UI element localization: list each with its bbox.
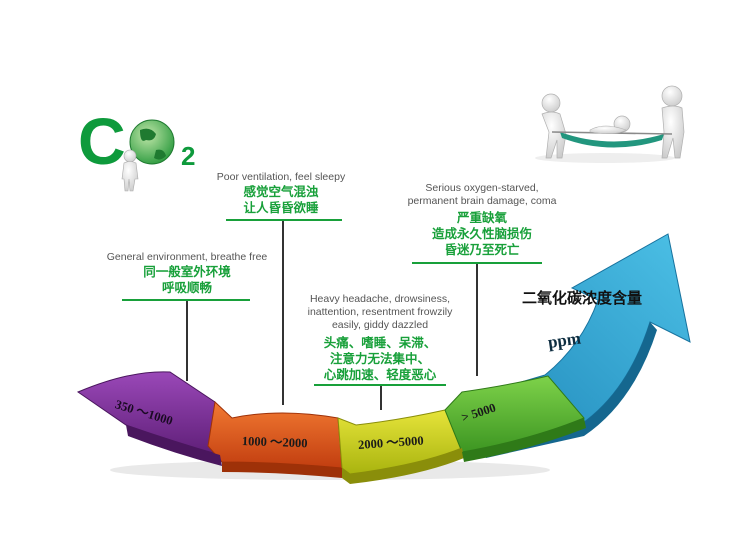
note-oxygen-starved-stem [476, 264, 478, 376]
note-general-stem [186, 301, 188, 381]
note-oxygen-starved-rule-wrap [412, 262, 542, 264]
note-oxygen-starved-en-2: permanent brain damage, coma [407, 195, 557, 207]
stretcher-illustration-icon [535, 85, 685, 163]
note-headache-cn-3: 心跳加速、轻度恶心 [323, 368, 437, 382]
note-poor-ventilation-rule [226, 219, 342, 221]
note-oxygen-starved-cn-1: 严重缺氧 [456, 211, 507, 225]
segment-2-edge [222, 462, 342, 478]
co2-logo-letter: C [78, 104, 126, 178]
note-general-rule [122, 299, 250, 301]
concentration-title: 二氧化碳浓度含量 [522, 291, 643, 307]
note-headache-en-1: Heavy headache, drowsiness, [309, 293, 451, 305]
figure-head-icon [123, 149, 137, 163]
note-poor-ventilation-rule-wrap [226, 219, 342, 221]
segment-2-label: 1000 ～2000 [241, 434, 308, 451]
note-headache-stem [380, 386, 382, 410]
note-poor-ventilation-stem [282, 221, 284, 405]
note-headache-rule-wrap [314, 384, 446, 386]
segment-4-edge [462, 418, 586, 462]
co2-logo-subscript: 2 [181, 141, 196, 171]
note-headache-en-3: easily, giddy dazzled [331, 319, 429, 331]
figure-body-icon [121, 161, 139, 192]
note-headache: Heavy headache, drowsiness, inattention,… [296, 293, 464, 383]
note-headache-en-2: inattention, resentment frowzily [307, 306, 453, 318]
note-oxygen-starved-en-1: Serious oxygen-starved, [425, 182, 539, 194]
note-general-rule-wrap [122, 299, 250, 301]
note-poor-ventilation-cn-2: 让人昏昏欲睡 [243, 201, 319, 215]
segment-1-edge [126, 425, 222, 466]
globe-icon [129, 119, 175, 165]
note-general-en: General environment, breathe free [106, 251, 268, 263]
note-poor-ventilation: Poor ventilation, feel sleepy 感觉空气混浊 让人昏… [200, 171, 362, 216]
note-headache-rule [314, 384, 446, 386]
note-oxygen-starved-cn-2: 造成永久性脑损伤 [431, 227, 532, 241]
globe-continents-icon [140, 128, 166, 160]
note-headache-cn-1: 头痛、嗜睡、呆滞、 [323, 336, 437, 350]
note-general: General environment, breathe free 同一般室外环… [92, 251, 282, 296]
note-general-cn-1: 同一般室外环境 [143, 265, 231, 279]
segment-3-edge [342, 448, 464, 484]
note-poor-ventilation-en: Poor ventilation, feel sleepy [216, 171, 346, 183]
note-oxygen-starved-rule [412, 262, 542, 264]
note-oxygen-starved-cn-3: 昏迷乃至死亡 [444, 243, 520, 257]
note-poor-ventilation-cn-1: 感觉空气混浊 [243, 185, 319, 199]
note-oxygen-starved: Serious oxygen-starved, permanent brain … [398, 182, 566, 258]
note-headache-cn-2: 注意力无法集中、 [329, 352, 430, 366]
note-general-cn-2: 呼吸顺畅 [161, 281, 212, 295]
